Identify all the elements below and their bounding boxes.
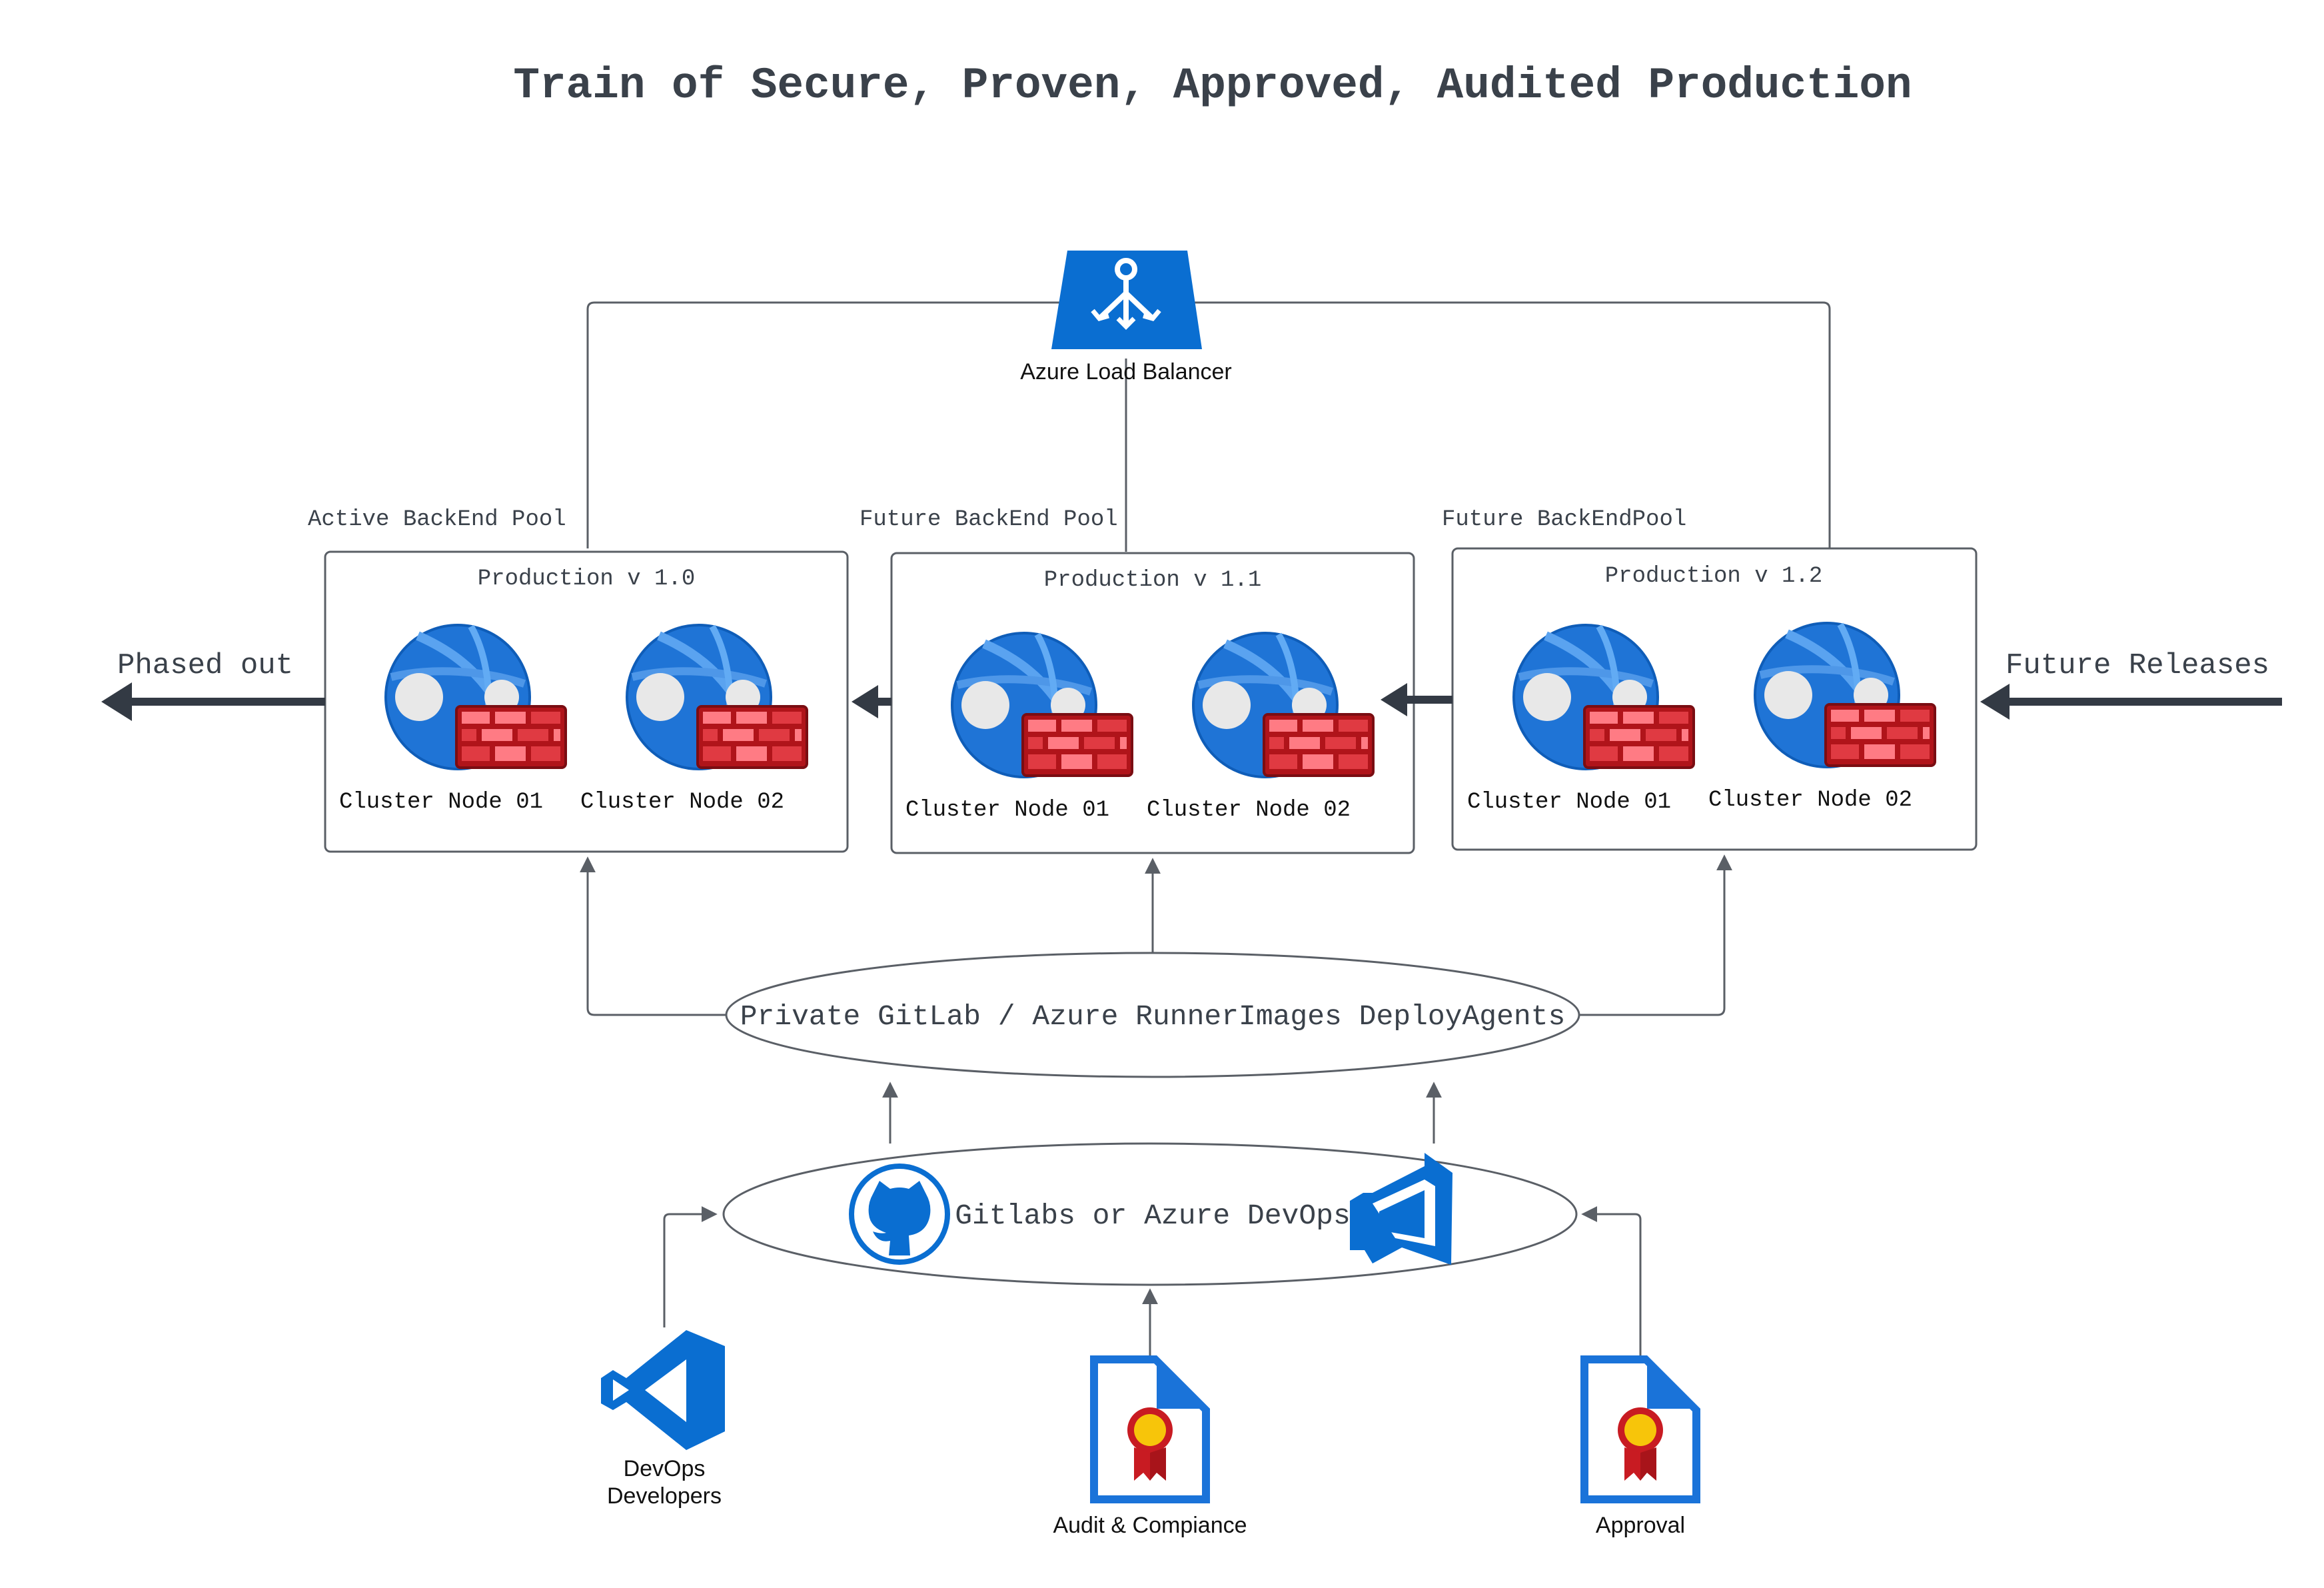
certificate-icon xyxy=(1090,1355,1210,1503)
future-releases-label: Future Releases xyxy=(2006,649,2269,682)
developers-label-line1: DevOps xyxy=(624,1456,706,1481)
node-label: Cluster Node 01 xyxy=(905,798,1109,823)
production-label-v1-1: Production v 1.1 xyxy=(1044,568,1261,593)
production-label-v1-2: Production v 1.2 xyxy=(1605,564,1822,589)
node-label: Cluster Node 02 xyxy=(1147,798,1351,823)
github-icon xyxy=(849,1164,950,1265)
v1-1-to-v1-0-arrow xyxy=(852,685,891,718)
load-balancer-frame-line xyxy=(586,301,1831,548)
production-label-v1-0: Production v 1.0 xyxy=(478,566,695,592)
runners-to-v1-2-connector xyxy=(1579,854,1732,1016)
developers-connector xyxy=(663,1206,718,1327)
future-releases-arrow xyxy=(1980,684,2282,720)
pool-label-future-1: Future BackEnd Pool xyxy=(860,507,1118,532)
developers-label-line2: Developers xyxy=(607,1483,722,1509)
load-balancer-label: Azure Load Balancer xyxy=(1020,359,1232,385)
devops-label: Gitlabs or Azure DevOps xyxy=(955,1199,1351,1232)
phased-out-label: Phased out xyxy=(117,649,293,682)
node-label: Cluster Node 02 xyxy=(1708,788,1912,813)
load-balancer-icon xyxy=(1051,251,1202,349)
approval-label: Approval xyxy=(1596,1513,1685,1538)
certificate-icon xyxy=(1580,1355,1700,1503)
phased-out-arrow xyxy=(101,682,325,721)
audit-label: Audit & Compiance xyxy=(1053,1513,1247,1538)
runners-label: Private GitLab / Azure RunnerImages Depl… xyxy=(740,1000,1566,1033)
runners-ellipse xyxy=(725,952,1580,1078)
page-title: Train of Secure, Proven, Approved, Audit… xyxy=(513,61,1912,111)
pool-label-future-2: Future BackEndPool xyxy=(1442,507,1686,532)
v1-2-to-v1-1-arrow xyxy=(1381,683,1452,716)
runners-to-v1-0-connector xyxy=(580,856,730,1016)
node-label: Cluster Node 01 xyxy=(339,790,543,815)
pool-label-active: Active BackEnd Pool xyxy=(308,507,566,532)
node-label: Cluster Node 01 xyxy=(1467,790,1671,815)
azure-devops-icon xyxy=(1350,1153,1452,1265)
approval-connector xyxy=(1581,1206,1642,1355)
node-label: Cluster Node 02 xyxy=(580,790,784,815)
visual-studio-code-icon xyxy=(601,1330,725,1450)
